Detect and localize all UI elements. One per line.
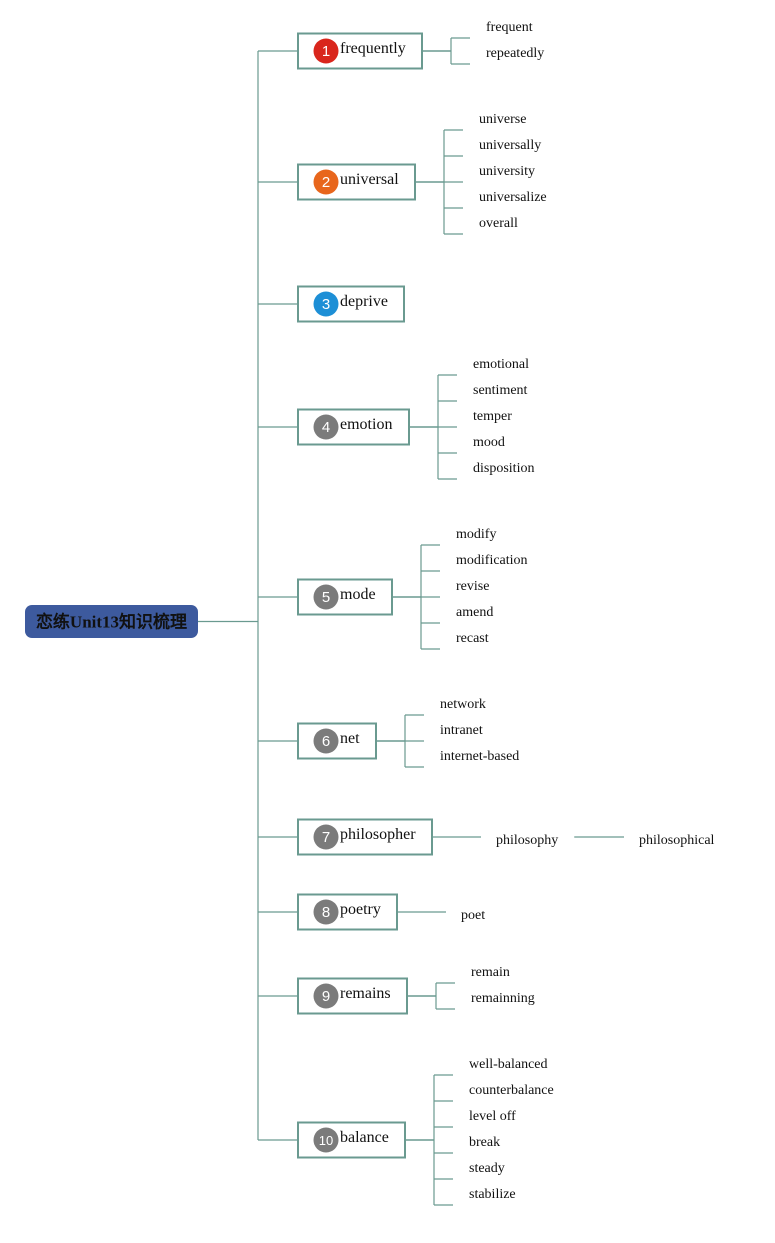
leaf-item[interactable]: frequent — [486, 20, 533, 35]
leaf-item[interactable]: universalize — [479, 190, 547, 205]
leaf-item[interactable]: network — [440, 697, 486, 712]
leaf-item[interactable]: mood — [473, 435, 505, 450]
leaf-item[interactable]: sentiment — [473, 383, 528, 398]
leaf-item[interactable]: well-balanced — [469, 1057, 548, 1072]
leaf-item[interactable]: revise — [456, 579, 489, 594]
topic-node-10[interactable] — [297, 1121, 406, 1159]
number-badge-9 — [313, 983, 339, 1009]
number-badge-10 — [313, 1127, 339, 1153]
leaf-item[interactable]: university — [479, 164, 535, 179]
leaf-item[interactable]: break — [469, 1135, 500, 1150]
leaf-item[interactable]: universally — [479, 138, 541, 153]
topic-label: mode — [340, 586, 376, 603]
leaf-item[interactable]: internet-based — [440, 749, 519, 764]
leaf-item[interactable]: repeatedly — [486, 46, 544, 61]
root-node[interactable] — [25, 605, 198, 638]
number-badge-8 — [313, 899, 339, 925]
leaf-item[interactable]: steady — [469, 1161, 505, 1176]
leaf-item[interactable]: intranet — [440, 723, 483, 738]
leaf-item[interactable]: overall — [479, 216, 518, 231]
topic-label: deprive — [340, 293, 388, 310]
number-badge-label: 1 — [322, 43, 330, 60]
chain-item[interactable]: philosophical — [639, 833, 715, 848]
number-badge-2 — [313, 169, 339, 195]
leaf-item[interactable]: amend — [456, 605, 493, 620]
number-badge-label: 9 — [322, 988, 330, 1005]
leaf-item[interactable]: recast — [456, 631, 489, 646]
topic-label: philosopher — [340, 826, 416, 843]
number-badge-label: 4 — [322, 419, 330, 436]
topic-label: remains — [340, 985, 391, 1002]
number-badge-5 — [313, 584, 339, 610]
topic-label: poetry — [340, 901, 381, 918]
leaf-item[interactable]: temper — [473, 409, 512, 424]
leaf-item[interactable]: counterbalance — [469, 1083, 554, 1098]
leaf-item[interactable]: emotional — [473, 357, 529, 372]
number-badge-label: 6 — [322, 733, 330, 750]
number-badge-label: 8 — [322, 904, 330, 921]
leaf-item[interactable]: modify — [456, 527, 496, 542]
leaf-item[interactable]: universe — [479, 112, 526, 127]
leaf-item[interactable]: remain — [471, 965, 510, 980]
number-badge-3 — [313, 291, 339, 317]
number-badge-label: 3 — [322, 296, 330, 313]
number-badge-label: 7 — [322, 829, 330, 846]
number-badge-label: 5 — [322, 589, 330, 606]
chain-item[interactable]: poet — [461, 908, 485, 923]
number-badge-4 — [313, 414, 339, 440]
number-badge-6 — [313, 728, 339, 754]
topic-label: universal — [340, 171, 399, 188]
topic-label: balance — [340, 1129, 389, 1146]
number-badge-7 — [313, 824, 339, 850]
leaf-item[interactable]: modification — [456, 553, 528, 568]
number-badge-1 — [313, 38, 339, 64]
leaf-item[interactable]: stabilize — [469, 1187, 516, 1202]
chain-item[interactable]: philosophy — [496, 833, 558, 848]
leaf-item[interactable]: level off — [469, 1109, 516, 1124]
topic-label: frequently — [340, 40, 406, 57]
topic-label: net — [340, 730, 360, 747]
root-label: 恋练Unit13知识梳理 — [36, 612, 187, 632]
topic-label: emotion — [340, 416, 392, 433]
number-badge-label: 2 — [322, 174, 330, 191]
leaf-item[interactable]: remainning — [471, 991, 535, 1006]
number-badge-label: 10 — [319, 1133, 333, 1148]
leaf-item[interactable]: disposition — [473, 461, 534, 476]
